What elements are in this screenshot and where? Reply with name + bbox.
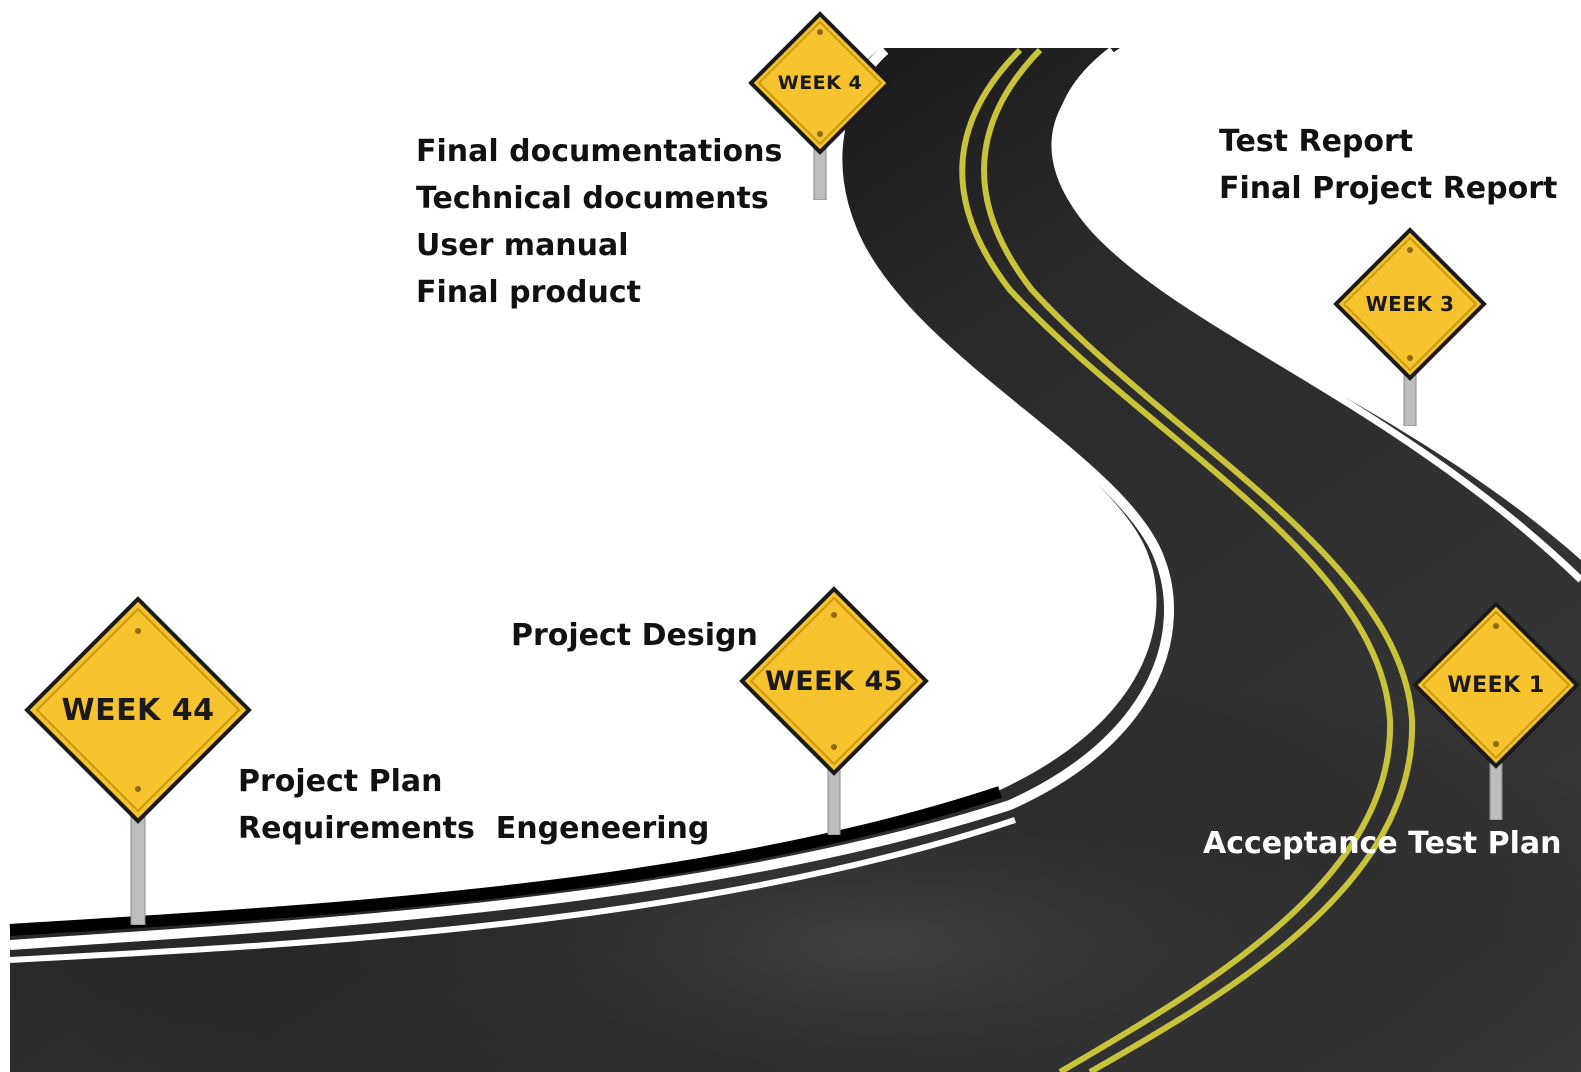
diamond-road-sign-icon: [739, 586, 929, 776]
road-edge-line-right: [1054, 47, 1581, 583]
diamond-road-sign-icon: [1333, 227, 1487, 381]
week-44-items: Project Plan Requirements Engeneering: [238, 758, 709, 852]
deliverable-item: Final product: [416, 275, 641, 310]
deliverable-item: User manual: [416, 228, 629, 263]
week-45-items: Project Design: [511, 612, 758, 659]
deliverable-item: Test Report: [1219, 124, 1414, 159]
deliverable-item: Final Project Report: [1219, 171, 1558, 206]
week-44-sign: WEEK 44: [23, 595, 253, 925]
diamond-road-sign-icon: [1412, 601, 1580, 769]
deliverable-item: Project Design: [511, 618, 758, 653]
road-center-line: [959, 47, 1394, 1072]
week-1-items: Acceptance Test Plan: [1203, 820, 1561, 867]
road-edge-line-left: [9, 46, 1174, 950]
deliverable-item: Acceptance Test Plan: [1203, 826, 1562, 861]
deliverable-item: Requirements Engeneering: [238, 811, 710, 846]
week-4-items: Final documentations Technical documents…: [416, 128, 782, 316]
deliverable-item: Technical documents: [416, 181, 769, 216]
deliverable-item: Project Plan: [238, 764, 443, 799]
deliverable-item: Final documentations: [416, 134, 783, 169]
week-45-sign: WEEK 45: [734, 585, 934, 835]
diamond-road-sign-icon: [24, 596, 252, 824]
diamond-road-sign-icon: [748, 11, 892, 155]
week-1-sign: WEEK 1: [1411, 600, 1581, 820]
week-3-sign: WEEK 3: [1332, 226, 1488, 426]
week-3-items: Test Report Final Project Report: [1219, 118, 1557, 212]
